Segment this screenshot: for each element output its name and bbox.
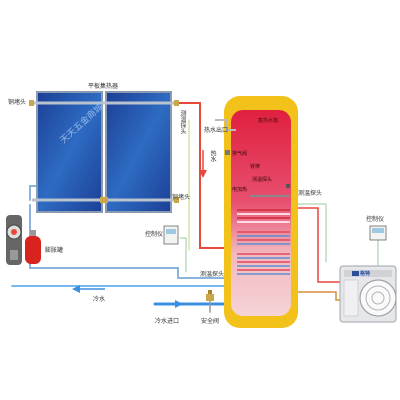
fan-icon xyxy=(359,279,397,317)
heat-pump-unit xyxy=(339,265,397,323)
electric-heater-label: 电加热 xyxy=(232,187,248,193)
cold-inlet-label: 冷水进口 xyxy=(155,318,180,325)
cold-water-arrow-icon xyxy=(72,285,105,293)
collector-sensor-label: 测温探头 xyxy=(179,110,186,134)
heatpump-brand-label: 格特 xyxy=(360,271,371,277)
heat-exchanger-coils xyxy=(237,209,290,275)
heatpump-sensor-label: 测温探头 xyxy=(298,190,323,197)
cold-water-label: 冷水 xyxy=(93,296,106,303)
expansion-tank-icon xyxy=(25,230,41,264)
controller-right-icon xyxy=(369,225,387,241)
controller-wire xyxy=(179,237,187,273)
collector-panel-right xyxy=(105,91,172,213)
heatpump-sensor-wire xyxy=(297,203,327,263)
heat-core-label: 蓄热水箱 xyxy=(258,118,279,124)
tank-sensor-label: 测温探头 xyxy=(252,177,273,183)
tank-inner xyxy=(231,110,291,316)
plug-label-left: 铜堵头 xyxy=(8,99,27,106)
bottom-sensor-label: 测温探头 xyxy=(200,271,225,278)
controller-right-label: 控制仪 xyxy=(366,216,385,223)
expansion-tank-label: 膨胀罐 xyxy=(45,247,64,254)
hot-outlet-label: 热水出口 xyxy=(204,127,229,134)
tank-sensor-icon xyxy=(286,184,290,188)
heatpump-pipe-cold xyxy=(297,291,345,301)
hot-flow-arrow-icon xyxy=(199,150,207,178)
safety-valve-label: 安全阀 xyxy=(201,318,220,325)
cold-inlet-arrow-icon xyxy=(155,300,183,308)
safety-valve-icon xyxy=(206,290,214,301)
controller-left-icon xyxy=(163,225,179,245)
bracket-icon xyxy=(29,100,34,106)
circulation-pump-icon xyxy=(6,215,22,265)
hot-water-label: 热水 xyxy=(209,150,216,162)
bracket-icon xyxy=(100,197,108,203)
bracket-icon xyxy=(174,100,179,106)
vent-icon xyxy=(225,150,230,155)
plug-label-right: 铜堵头 xyxy=(172,194,191,201)
heat-pump-logo xyxy=(352,271,359,276)
solar-collector-array xyxy=(29,91,179,213)
cold-return-pipe xyxy=(29,204,237,279)
hot-water-outlet-pipe xyxy=(215,119,236,131)
left-feed-pipe xyxy=(29,185,38,201)
storage-tank xyxy=(215,96,298,328)
controller-left-label: 控制仪 xyxy=(145,231,164,238)
hot-collector-pipe xyxy=(174,102,237,249)
vent-label: 排气阀 xyxy=(232,151,248,157)
magnesium-label: 镁棒 xyxy=(250,164,261,170)
collector-title: 平板集热器 xyxy=(88,83,119,90)
collector-panel-left xyxy=(36,91,103,213)
bracket-icon xyxy=(174,197,179,203)
heatpump-pipe-hot xyxy=(297,207,345,283)
